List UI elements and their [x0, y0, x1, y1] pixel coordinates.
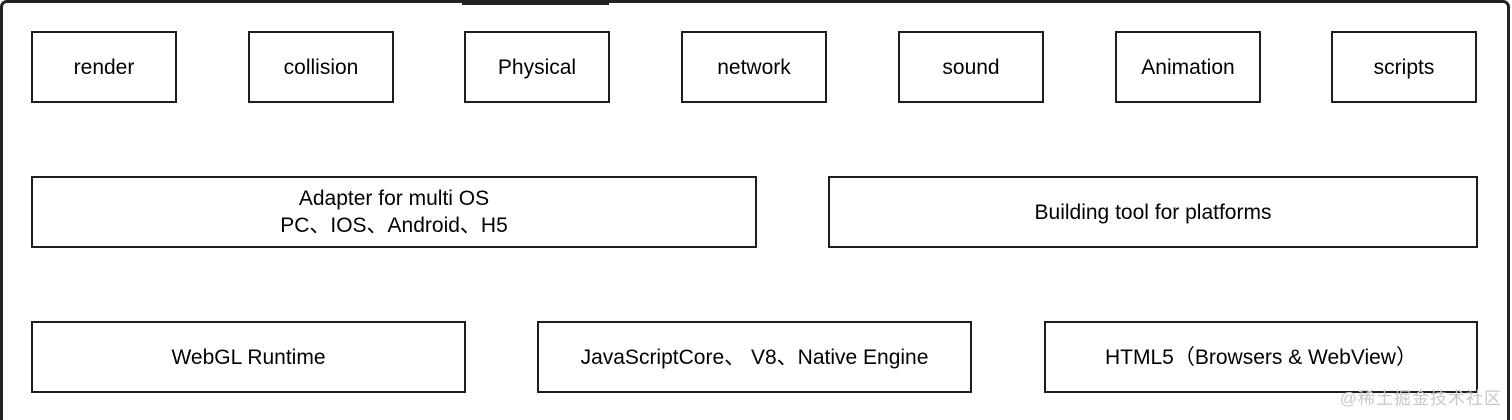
box-scripts: scripts [1331, 31, 1477, 103]
box-physical: Physical [464, 31, 610, 103]
box-label: JavaScriptCore、 V8、Native Engine [580, 345, 929, 369]
box-js-engines: JavaScriptCore、 V8、Native Engine [537, 321, 972, 393]
box-label: scripts [1373, 55, 1435, 79]
box-label: WebGL Runtime [171, 345, 326, 369]
box-label: Physical [497, 55, 577, 79]
box-building-tool: Building tool for platforms [828, 176, 1478, 248]
box-sound: sound [898, 31, 1044, 103]
box-label: network [717, 55, 791, 79]
box-webgl-runtime: WebGL Runtime [31, 321, 466, 393]
box-label: collision [283, 55, 359, 79]
box-network: network [681, 31, 827, 103]
box-label: render [73, 55, 135, 79]
box-html5-browsers: HTML5（Browsers & WebView） [1044, 321, 1478, 393]
box-label: Building tool for platforms [1034, 200, 1272, 224]
box-label: Animation [1141, 55, 1235, 79]
box-collision: collision [248, 31, 394, 103]
box-adapter-for-multi-os: Adapter for multi OS PC、IOS、Android、H5 [31, 176, 757, 248]
box-render: render [31, 31, 177, 103]
box-label-line1: Adapter for multi OS [298, 187, 490, 210]
box-animation: Animation [1115, 31, 1261, 103]
box-label-line2: PC、IOS、Android、H5 [280, 214, 508, 237]
box-label: sound [942, 55, 1000, 79]
box-label: HTML5（Browsers & WebView） [1105, 345, 1417, 369]
watermark: @稀土掘金技术社区 [1339, 389, 1502, 408]
cropped-top-box-edge [462, 0, 609, 5]
